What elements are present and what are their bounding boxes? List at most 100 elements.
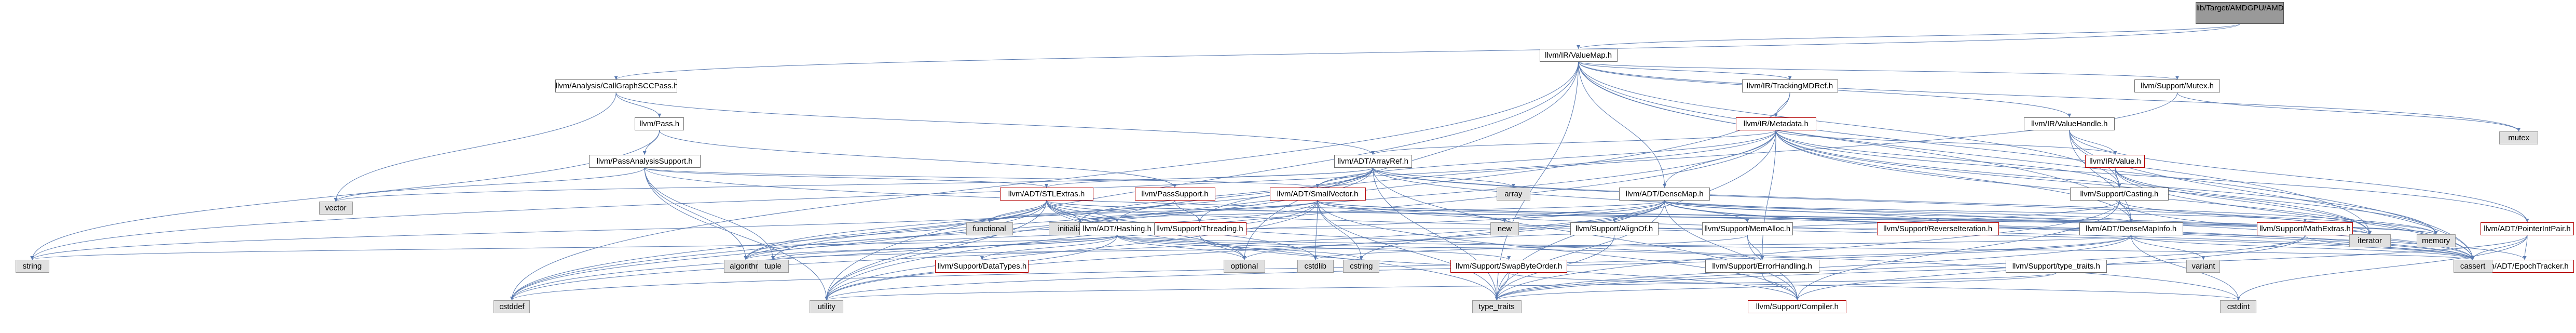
edge-valuehandle-to-densemapinfo xyxy=(2069,130,2133,222)
edge-stlextras-to-utility xyxy=(825,201,1047,300)
node-passsupport[interactable]: llvm/PassSupport.h xyxy=(1134,188,1215,201)
edge-densemapinfo-to-cstdint xyxy=(2131,235,2240,300)
node-root[interactable]: lib/Target/AMDGPU/AMDGPUPerfHintAnalysis… xyxy=(2196,2,2284,24)
edge-pass-to-passsupport xyxy=(659,130,1177,188)
edge-arrayref-to-initlist xyxy=(1078,167,1374,222)
edge-passanalysis-to-algorithm xyxy=(644,167,748,260)
node-reverseiter[interactable]: llvm/Support/ReverseIteration.h xyxy=(1876,222,1999,235)
node-type_traits[interactable]: type_traits xyxy=(1472,300,1522,313)
edge-arrayref-to-iterator xyxy=(1373,167,2372,235)
edge-metadata-to-pointerintpair xyxy=(1775,130,2529,222)
node-arrayref[interactable]: llvm/ADT/ArrayRef.h xyxy=(1334,154,1412,168)
edge-densemapinfo-to-variant xyxy=(2131,235,2205,260)
node-utility[interactable]: utility xyxy=(810,300,844,313)
edge-valuemap-to-mutex xyxy=(1578,61,2521,131)
edge-metadata-to-casting xyxy=(1775,130,2121,188)
edge-arrayref-to-array xyxy=(1373,167,1515,188)
node-mutex[interactable]: mutex xyxy=(2499,131,2539,144)
edge-valuemap-to-cassert xyxy=(1578,61,2475,260)
edge-valuemap-to-utility xyxy=(825,61,1579,300)
edge-metadata-to-memory xyxy=(1775,130,2438,235)
edge-casting-to-type_traits xyxy=(1495,201,2120,300)
edge-smallvector-to-iterator xyxy=(1317,200,2372,235)
edge-densemapinfo-to-tuple xyxy=(771,235,2132,260)
edge-trackingmdref-to-metadata xyxy=(1774,92,1790,117)
edge-valuemap-to-cstddef xyxy=(510,61,1579,300)
edge-cgscc-to-pass xyxy=(615,92,662,117)
node-casting[interactable]: llvm/Support/Casting.h xyxy=(2070,188,2169,201)
node-threading[interactable]: llvm/Support/Threading.h xyxy=(1153,222,1246,235)
edge-densemapinfo-to-cassert xyxy=(2131,235,2475,260)
node-typetraits_llvm[interactable]: llvm/Support/type_traits.h xyxy=(2005,260,2107,273)
node-tuple[interactable]: tuple xyxy=(757,260,789,273)
edge-pointerintpair-to-cstdint xyxy=(2237,235,2528,300)
edge-densemap-to-densemapinfo xyxy=(1664,200,2133,223)
node-stlextras[interactable]: llvm/ADT/STLExtras.h xyxy=(999,188,1093,201)
node-memory[interactable]: memory xyxy=(2416,234,2456,248)
edge-valuemap-to-type_traits xyxy=(1495,61,1579,300)
node-cstdlib[interactable]: cstdlib xyxy=(1297,260,1334,273)
edge-stlextras-to-functional xyxy=(988,200,1047,223)
node-memalloc[interactable]: llvm/Support/MemAlloc.h xyxy=(1702,222,1793,235)
node-valuehandle[interactable]: llvm/IR/ValueHandle.h xyxy=(2024,117,2115,130)
node-optional[interactable]: optional xyxy=(1223,260,1265,273)
node-cassert[interactable]: cassert xyxy=(2453,260,2492,273)
edge-passanalysis-to-utility xyxy=(644,167,829,300)
edge-pointerintpair-to-cassert xyxy=(2471,235,2528,260)
edge-root-to-cgscc xyxy=(614,23,2240,80)
edge-passanalysis-to-stlextras xyxy=(644,167,1048,188)
node-densemapinfo[interactable]: llvm/ADT/DenseMapInfo.h xyxy=(2079,222,2183,235)
node-cstddef[interactable]: cstddef xyxy=(494,300,530,313)
node-string[interactable]: string xyxy=(15,260,49,273)
node-vector[interactable]: vector xyxy=(319,202,353,215)
edge-passsupport-to-functional xyxy=(988,200,1175,223)
node-passanalysis[interactable]: llvm/PassAnalysisSupport.h xyxy=(588,154,701,168)
node-smallvector[interactable]: llvm/ADT/SmallVector.h xyxy=(1269,188,1366,201)
node-value[interactable]: llvm/IR/Value.h xyxy=(2085,154,2145,168)
edge-mathextras-to-type_traits xyxy=(1495,235,2306,300)
edge-valuemap-to-densemap xyxy=(1578,61,1667,188)
node-alignof[interactable]: llvm/Support/AlignOf.h xyxy=(1570,222,1659,235)
node-trackingmdref[interactable]: llvm/IR/TrackingMDRef.h xyxy=(1742,79,1838,93)
node-cstdint[interactable]: cstdint xyxy=(2220,300,2257,313)
edge-value-to-memory xyxy=(2115,167,2438,235)
edge-smallvector-to-cstddef xyxy=(510,201,1318,300)
node-compiler[interactable]: llvm/Support/Compiler.h xyxy=(1748,300,1847,313)
node-mutex_h[interactable]: llvm/Support/Mutex.h xyxy=(2134,79,2221,93)
edge-memalloc-to-errorhandling xyxy=(1747,235,1764,260)
edge-hashing-to-swapbyteorder xyxy=(1117,235,1511,260)
node-pass[interactable]: llvm/Pass.h xyxy=(635,117,684,130)
node-cgscc[interactable]: llvm/Analysis/CallGraphSCCPass.h xyxy=(555,79,677,93)
edge-hashing-to-optional xyxy=(1117,235,1246,260)
edge-stlextras-to-cstddef xyxy=(510,201,1047,300)
node-iterator[interactable]: iterator xyxy=(2349,234,2391,248)
edge-passsupport-to-string xyxy=(30,200,1175,260)
node-hashing[interactable]: llvm/ADT/Hashing.h xyxy=(1079,222,1155,235)
edge-valuemap-to-trackingmdref xyxy=(1578,61,1792,80)
node-cstring[interactable]: cstring xyxy=(1343,260,1380,273)
node-array[interactable]: array xyxy=(1496,188,1530,201)
edge-typetraits_llvm-to-type_traits xyxy=(1495,272,2057,301)
edge-metadata-to-value xyxy=(1775,130,2117,155)
edge-pass-to-passanalysis xyxy=(642,130,660,155)
node-functional[interactable]: functional xyxy=(966,222,1013,235)
edge-hashing-to-cassert xyxy=(1117,235,2474,260)
edge-passsupport-to-threading xyxy=(1174,201,1202,222)
node-variant[interactable]: variant xyxy=(2186,260,2221,273)
node-new[interactable]: new xyxy=(1490,222,1519,235)
node-densemap[interactable]: llvm/ADT/DenseMap.h xyxy=(1619,188,1710,201)
node-pointerintpair[interactable]: llvm/ADT/PointerIntPair.h xyxy=(2481,222,2574,235)
node-metadata[interactable]: llvm/IR/Metadata.h xyxy=(1735,117,1816,130)
node-mathextras[interactable]: llvm/Support/MathExtras.h xyxy=(2257,222,2353,235)
node-datatypes[interactable]: llvm/Support/DataTypes.h xyxy=(935,260,1029,273)
node-errorhandling[interactable]: llvm/Support/ErrorHandling.h xyxy=(1705,260,1819,273)
edge-smallvector-to-memory xyxy=(1317,200,2438,235)
edge-valuemap-to-iterator xyxy=(1578,61,2372,235)
edge-stlextras-to-tuple xyxy=(771,201,1047,260)
edge-metadata-to-errorhandling xyxy=(1760,130,1776,260)
edge-hashing-to-datatypes xyxy=(980,235,1118,260)
node-valuemap[interactable]: llvm/IR/ValueMap.h xyxy=(1539,48,1618,62)
node-swapbyteorder[interactable]: llvm/Support/SwapByteOrder.h xyxy=(1450,260,1568,273)
edge-densemap-to-initlist xyxy=(1078,200,1665,223)
